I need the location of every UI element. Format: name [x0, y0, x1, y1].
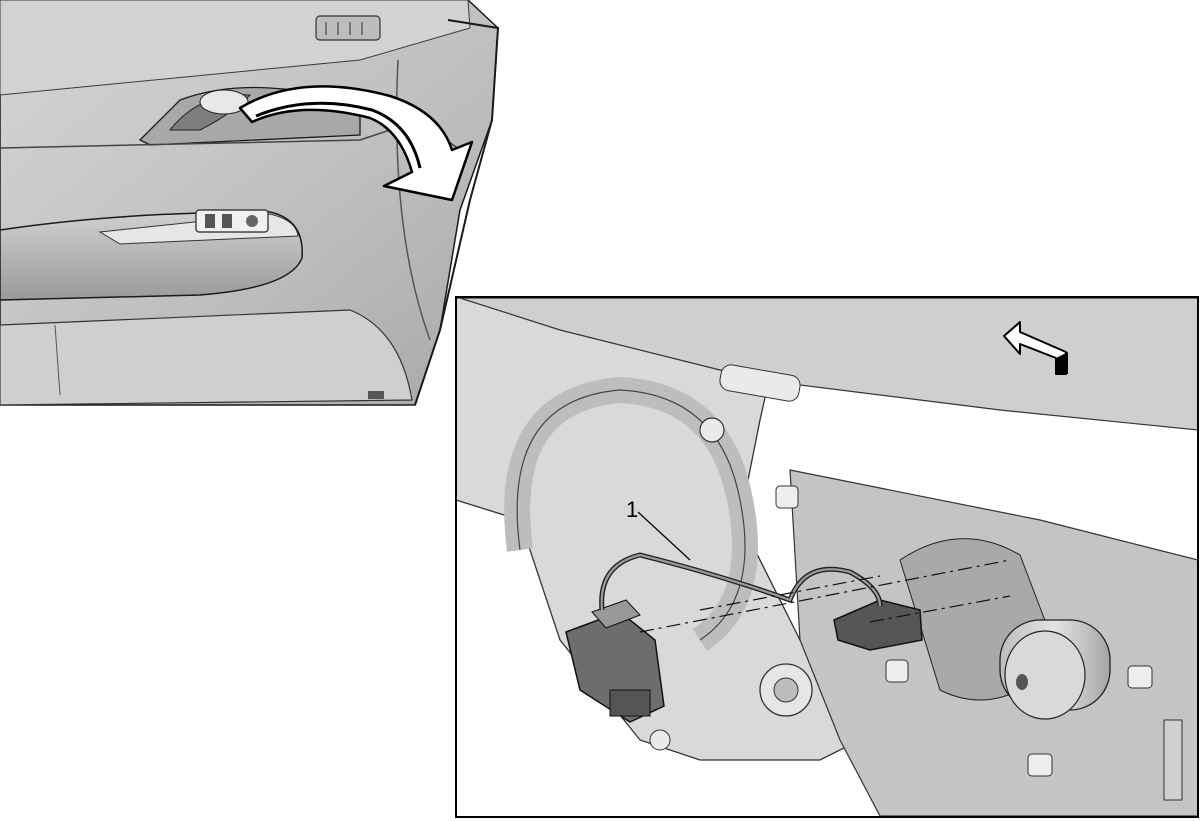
component-detail-inset: 1: [455, 296, 1199, 818]
window-switch-bezel: [195, 209, 269, 233]
door-panel-edge: [414, 19, 500, 406]
curved-arrow-icon: [238, 85, 474, 202]
electrical-connector: [565, 599, 665, 723]
alignment-lines: [639, 559, 1011, 633]
actuator-motor: [899, 538, 1111, 720]
retaining-clips: [775, 485, 1183, 801]
door-map-pocket: [0, 309, 413, 406]
vent-grille: [315, 15, 381, 41]
door-reflector: [368, 391, 384, 399]
callout-number: 1: [626, 497, 638, 522]
front-direction-arrow-icon: [1003, 321, 1068, 375]
door-trim-panel-overview: [0, 0, 500, 406]
callout-1: 1: [626, 497, 691, 561]
